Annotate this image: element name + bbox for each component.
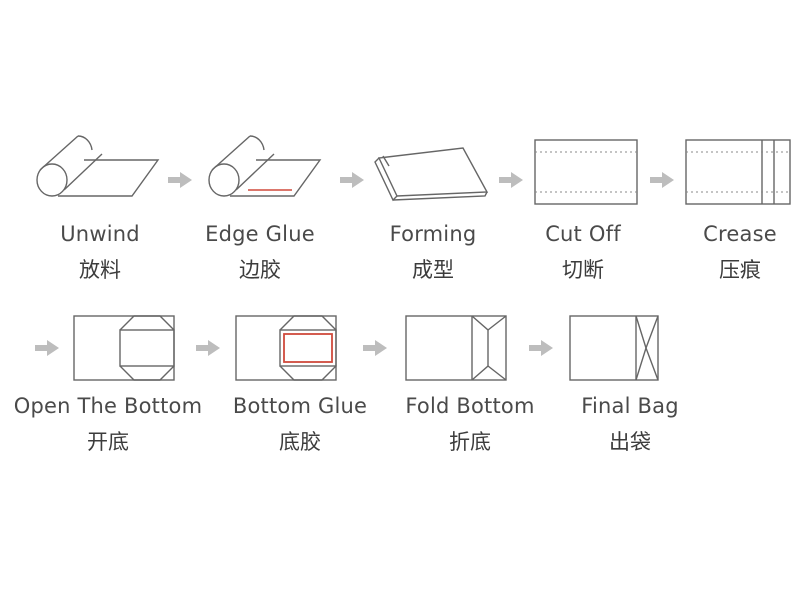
step-open-the-bottom: Open The Bottom 开底 — [14, 300, 202, 460]
cut-off-icon — [534, 139, 638, 205]
arrow-right-icon — [196, 340, 220, 356]
arrow-right-icon — [168, 172, 192, 188]
step-unwind: Unwind 放料 — [20, 130, 180, 290]
step-label-zh: 压痕 — [719, 258, 761, 282]
step-label-en: Final Bag — [581, 394, 679, 418]
step-label-en: Unwind — [60, 222, 140, 246]
step-label-zh: 底胶 — [279, 430, 321, 454]
step-label-zh: 成型 — [412, 258, 454, 282]
arrow-right-icon — [529, 340, 553, 356]
step-label-en: Edge Glue — [205, 222, 315, 246]
step-label-zh: 放料 — [79, 258, 121, 282]
step-label-en: Bottom Glue — [232, 394, 368, 418]
final-bag-icon — [569, 315, 659, 381]
roll-unwind-icon — [36, 135, 160, 197]
step-label-zh: 折底 — [449, 430, 491, 454]
step-label-en: Crease — [703, 222, 777, 246]
step-label-zh: 边胶 — [239, 258, 281, 282]
step-label-zh: 开底 — [87, 430, 129, 454]
step-label-zh: 切断 — [562, 258, 604, 282]
crease-icon — [685, 139, 791, 205]
step-fold-bottom: Fold Bottom 折底 — [390, 300, 550, 460]
bottom-glue-icon — [235, 315, 337, 381]
step-label-en: Fold Bottom — [405, 394, 535, 418]
tube-forming-icon — [374, 147, 489, 202]
arrow-right-icon — [363, 340, 387, 356]
step-final-bag: Final Bag 出袋 — [550, 300, 710, 460]
arrow-right-icon — [499, 172, 523, 188]
arrow-right-icon — [650, 172, 674, 188]
step-label-zh: 出袋 — [609, 430, 651, 454]
step-edge-glue: Edge Glue 边胶 — [180, 130, 340, 290]
roll-edge-glue-icon — [208, 135, 322, 197]
step-forming: Forming 成型 — [353, 130, 513, 290]
arrow-right-icon — [35, 340, 59, 356]
step-bottom-glue: Bottom Glue 底胶 — [220, 300, 380, 460]
arrow-right-icon — [340, 172, 364, 188]
step-cut-off: Cut Off 切断 — [503, 130, 663, 290]
step-label-en: Cut Off — [545, 222, 621, 246]
fold-bottom-icon — [405, 315, 507, 381]
step-crease: Crease 压痕 — [660, 130, 800, 290]
step-label-en: Forming — [389, 222, 477, 246]
open-bottom-icon — [73, 315, 175, 381]
step-label-en: Open The Bottom — [13, 394, 203, 418]
